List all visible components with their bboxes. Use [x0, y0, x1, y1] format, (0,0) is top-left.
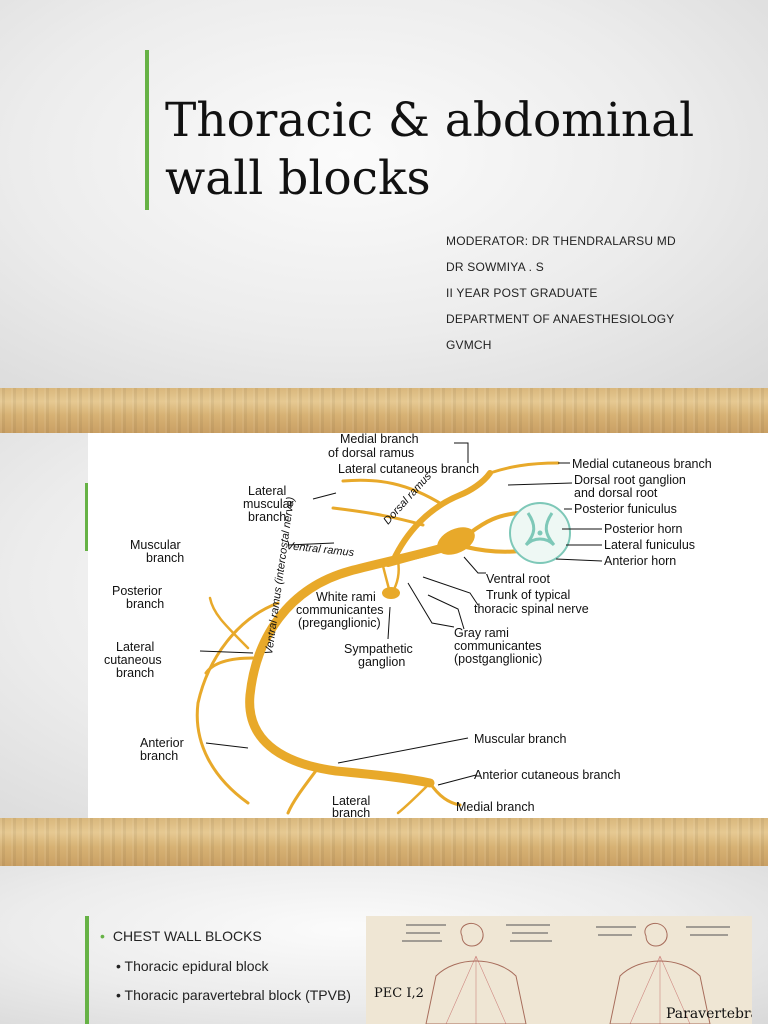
spinal-nerve-diagram: Medial branch of dorsal ramus Lateral cu…	[88, 433, 768, 818]
title-slide: Thoracic & abdominal wall blocks MODERAT…	[0, 0, 768, 388]
label-white-rami-2: communicantes	[296, 603, 384, 617]
atlas-figures	[402, 922, 730, 1024]
title-line-1: Thoracic & abdominal	[165, 93, 695, 148]
leader-lines	[199, 442, 603, 786]
label-medial-cutaneous: Medial cutaneous branch	[572, 457, 712, 471]
anatomy-atlas-image: PEC I,2 Paravertebral	[366, 916, 752, 1024]
label-lateral-branch-2: branch	[332, 806, 370, 818]
label-muscular-branch-left: Muscular	[130, 538, 181, 552]
anatomy-accent-bar	[85, 483, 89, 551]
label-gray-rami: Gray rami	[454, 626, 509, 640]
label-lateral-cutaneous-left-2: cutaneous	[104, 653, 162, 667]
label-medial-branch-bottom: Medial branch	[456, 800, 535, 814]
pec-label: PEC I,2	[374, 986, 424, 1001]
label-posterior-funiculus: Posterior funiculus	[574, 502, 677, 516]
label-gray-rami-2: communicantes	[454, 639, 542, 653]
label-lateral-cutaneous-left-3: branch	[116, 666, 154, 680]
label-sympathetic: Sympathetic	[344, 642, 413, 656]
label-anterior-branch-2: branch	[140, 749, 178, 763]
label-posterior-branch: Posterior	[112, 584, 162, 598]
label-anterior-cutaneous: Anterior cutaneous branch	[474, 768, 621, 782]
label-lateral-muscular-2: muscular	[243, 497, 294, 511]
label-lateral-funiculus: Lateral funiculus	[604, 538, 695, 552]
label-medial-branch-dorsal-2: of dorsal ramus	[328, 446, 414, 460]
chest-wall-slide: • CHEST WALL BLOCKS • Thoracic epidural b…	[0, 866, 768, 1024]
list-item: • Thoracic epidural block	[116, 958, 351, 974]
label-dorsal-root-ganglion-2: and dorsal root	[574, 486, 658, 500]
title-line-2: wall blocks	[165, 151, 431, 206]
label-sympathetic-2: ganglion	[358, 655, 405, 669]
dorsal-root-ganglion	[437, 527, 475, 555]
diagram-labels: Medial branch of dorsal ramus Lateral cu…	[104, 433, 712, 818]
anatomy-slide: Medial branch of dorsal ramus Lateral cu…	[0, 433, 768, 818]
label-trunk: Trunk of typical	[486, 588, 570, 602]
wood-divider-2	[0, 818, 768, 866]
department-text: DEPARTMENT OF ANAESTHESIOLOGY	[446, 312, 675, 326]
label-posterior-horn: Posterior horn	[604, 522, 683, 536]
label-lateral-cutaneous-left: Lateral	[116, 640, 154, 654]
label-anterior-branch: Anterior	[140, 736, 184, 750]
bullet-heading-text: CHEST WALL BLOCKS	[112, 928, 262, 944]
label-posterior-branch-2: branch	[126, 597, 164, 611]
label-lateral-branch: Lateral	[332, 794, 370, 808]
list-item-text: Thoracic epidural block	[124, 958, 269, 974]
bullet-dot-icon: •	[100, 928, 105, 944]
wood-divider	[0, 388, 768, 433]
slide-title: Thoracic & abdominal wall blocks	[165, 92, 725, 208]
label-trunk-2: thoracic spinal nerve	[474, 602, 589, 616]
label-lateral-cutaneous-top: Lateral cutaneous branch	[338, 462, 479, 476]
label-white-rami-3: (preganglionic)	[298, 616, 381, 630]
bullet-sub-icon: •	[116, 958, 125, 974]
label-dorsal-root-ganglion: Dorsal root ganglion	[574, 473, 686, 487]
label-white-rami: White rami	[316, 590, 376, 604]
label-gray-rami-3: (postganglionic)	[454, 652, 542, 666]
presenter-name: DR SOWMIYA . S	[446, 260, 544, 274]
spinal-nerve-svg: Medial branch of dorsal ramus Lateral cu…	[104, 433, 712, 818]
label-medial-branch-dorsal: Medial branch	[340, 433, 419, 446]
paravertebral-label: Paravertebral	[666, 1006, 752, 1022]
institution-text: GVMCH	[446, 338, 492, 352]
chest-accent-bar	[85, 916, 89, 1024]
list-item-text: Thoracic paravertebral block (TPVB)	[124, 987, 351, 1003]
label-muscular-branch-right: Muscular branch	[474, 732, 566, 746]
label-ventral-ramus: Ventral ramus	[286, 540, 355, 559]
bullet-list: • CHEST WALL BLOCKS • Thoracic epidural b…	[100, 928, 351, 1016]
bullet-sub-icon: •	[116, 987, 125, 1003]
label-lateral-muscular-3: branch	[248, 510, 286, 524]
spinal-cord-cross-section	[509, 502, 571, 564]
label-muscular-branch-left-2: branch	[146, 551, 184, 565]
label-anterior-horn: Anterior horn	[604, 554, 676, 568]
sympathetic-ganglion	[382, 587, 400, 599]
bullet-heading: • CHEST WALL BLOCKS	[100, 928, 351, 944]
label-lateral-muscular: Lateral	[248, 484, 286, 498]
list-item: • Thoracic paravertebral block (TPVB)	[116, 987, 351, 1003]
presenter-year: II YEAR POST GRADUATE	[446, 286, 598, 300]
label-ventral-root: Ventral root	[486, 572, 550, 586]
title-accent-bar	[145, 50, 149, 210]
moderator-text: MODERATOR: DR THENDRALARSU MD	[446, 234, 676, 248]
